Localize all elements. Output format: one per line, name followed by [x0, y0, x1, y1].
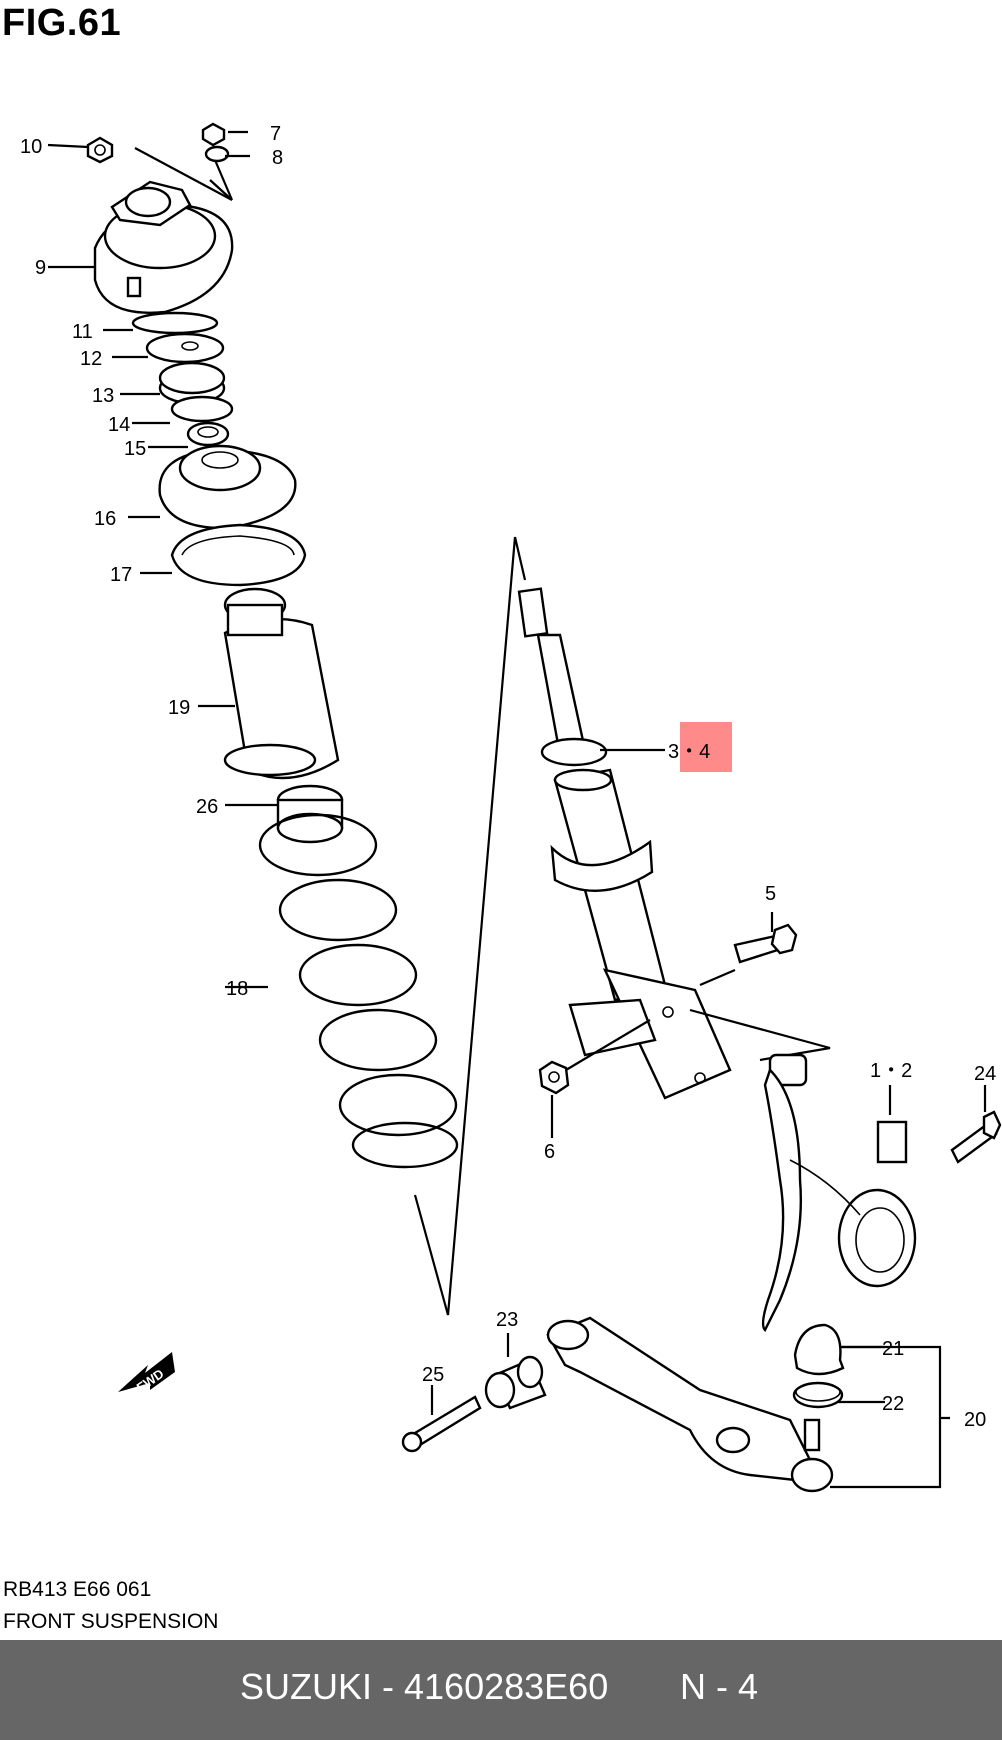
callout-21: 21	[882, 1338, 904, 1360]
footer-page: N - 4	[680, 1666, 759, 1707]
fwd-arrow-icon	[118, 1352, 175, 1392]
strut-assembly-3-4	[517, 587, 732, 1100]
bump-stopper-19	[223, 587, 340, 780]
callout-25: 25	[422, 1364, 444, 1386]
callout-17: 17	[110, 564, 132, 586]
bolt-5	[733, 923, 798, 964]
callout-11: 11	[72, 321, 93, 343]
control-arm-20	[546, 1316, 817, 1482]
leader-lines	[47, 130, 885, 1404]
nut-10	[86, 136, 114, 164]
callout-8: 8	[272, 147, 283, 169]
bolt-25	[401, 1395, 482, 1453]
assembly-line-v	[413, 536, 517, 1316]
callout-10: 10	[20, 136, 42, 158]
bracket-20	[830, 1345, 950, 1489]
assembly-line-6	[565, 1019, 651, 1071]
washer-12	[145, 332, 225, 364]
bolt-24	[950, 1110, 1002, 1164]
callout-20: 20	[964, 1409, 986, 1431]
washer-8	[204, 145, 230, 163]
dust-cover-21	[793, 1323, 845, 1376]
steering-knuckle-1-2	[761, 1053, 917, 1333]
clip-22	[792, 1381, 844, 1409]
callout-16: 16	[94, 508, 116, 530]
callout-26: 26	[196, 796, 218, 818]
front-suspension-diagram: 10 7 8 9 11 12 13 14 15 16 17 19 26 18 3…	[20, 122, 1002, 1493]
callout-9: 9	[35, 257, 46, 279]
callout-3-4: 3・4	[668, 741, 710, 763]
callout-5: 5	[765, 883, 776, 905]
callout-14: 14	[108, 414, 130, 436]
ball-joint-20	[790, 1418, 834, 1493]
callout-18: 18	[226, 978, 248, 1000]
ring-11	[131, 311, 219, 335]
bearing-15	[186, 421, 230, 447]
figure-title: FIG.61	[2, 2, 122, 44]
callout-12: 12	[80, 348, 102, 370]
boot-26	[276, 784, 344, 844]
callout-23: 23	[496, 1309, 518, 1331]
callout-7: 7	[270, 123, 281, 145]
washer-14	[170, 395, 234, 423]
bushing-23	[484, 1355, 547, 1410]
coil-spring-18	[258, 813, 459, 1169]
callout-15: 15	[124, 438, 146, 460]
bushing-13	[158, 361, 226, 405]
strut-mount-9	[93, 180, 234, 314]
callout-24: 24	[974, 1063, 996, 1085]
callout-22: 22	[882, 1393, 904, 1415]
callout-19: 19	[168, 697, 190, 719]
assembly-line-5	[699, 968, 736, 987]
callout-13: 13	[92, 385, 114, 407]
footer-bar: SUZUKI - 4160283E60 N - 4	[0, 1640, 1002, 1740]
spring-seat-16	[158, 444, 297, 530]
assembly-arrow-top	[134, 147, 234, 201]
nut-7	[201, 122, 226, 147]
diagram-title: FRONT SUSPENSION	[3, 1610, 219, 1633]
nut-6	[538, 1060, 570, 1095]
drawing-code: RB413 E66 061	[3, 1578, 152, 1601]
callout-1-2: 1・2	[870, 1060, 912, 1082]
footer-part-number: SUZUKI - 4160283E60	[240, 1666, 609, 1707]
highlight-box	[680, 722, 732, 772]
assembly-arrow-top-v	[513, 536, 527, 581]
callout-6: 6	[544, 1141, 555, 1163]
insulator-17	[170, 523, 307, 587]
